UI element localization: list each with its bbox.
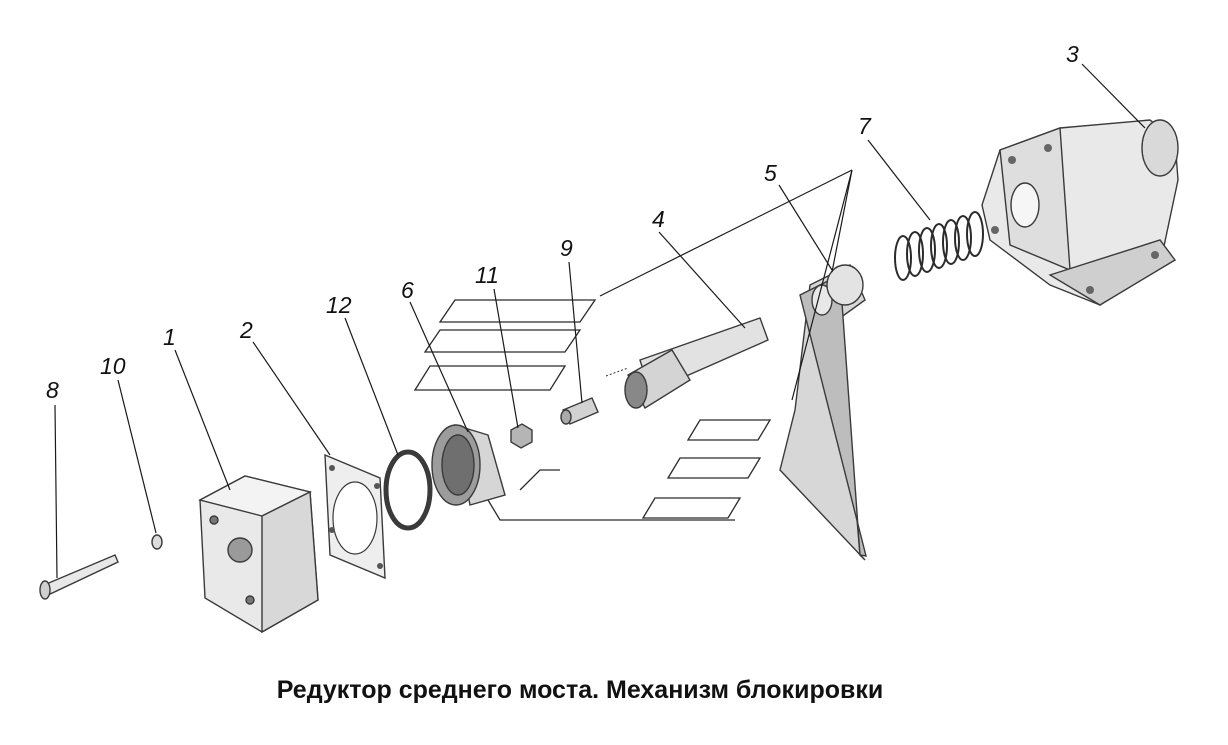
part-7-spring — [894, 211, 984, 281]
callout-5: 5 — [764, 160, 777, 186]
part-1-housing — [198, 475, 319, 634]
part-3-cover-housing — [981, 119, 1179, 306]
callout-11: 11 — [475, 262, 499, 288]
part-10-ring — [151, 534, 163, 550]
part-11-nut — [510, 423, 533, 449]
callout-12: 12 — [326, 292, 352, 318]
part-9-pin — [560, 397, 599, 425]
callout-1: 1 — [163, 324, 176, 350]
part-2-gasket — [324, 453, 386, 580]
callout-7: 7 — [858, 113, 872, 139]
callout-labels: 8 10 1 2 12 6 11 9 4 5 7 3 — [46, 41, 1079, 403]
diagram-caption: Редуктор среднего моста. Механизм блокир… — [276, 676, 884, 704]
callout-10: 10 — [100, 353, 126, 379]
callout-2: 2 — [239, 317, 253, 343]
part-12-o-ring — [383, 449, 433, 531]
callout-6: 6 — [401, 277, 414, 303]
callout-9: 9 — [560, 235, 573, 261]
callout-8: 8 — [46, 377, 59, 403]
leader-lines — [54, 63, 1146, 579]
part-6-piston — [431, 423, 506, 506]
guide-plates — [413, 299, 772, 521]
part-8-pin — [39, 554, 119, 600]
callout-4: 4 — [652, 206, 665, 232]
part-5-shift-fork — [779, 264, 867, 561]
callout-3: 3 — [1066, 41, 1079, 67]
part-4-shaft — [605, 317, 769, 409]
